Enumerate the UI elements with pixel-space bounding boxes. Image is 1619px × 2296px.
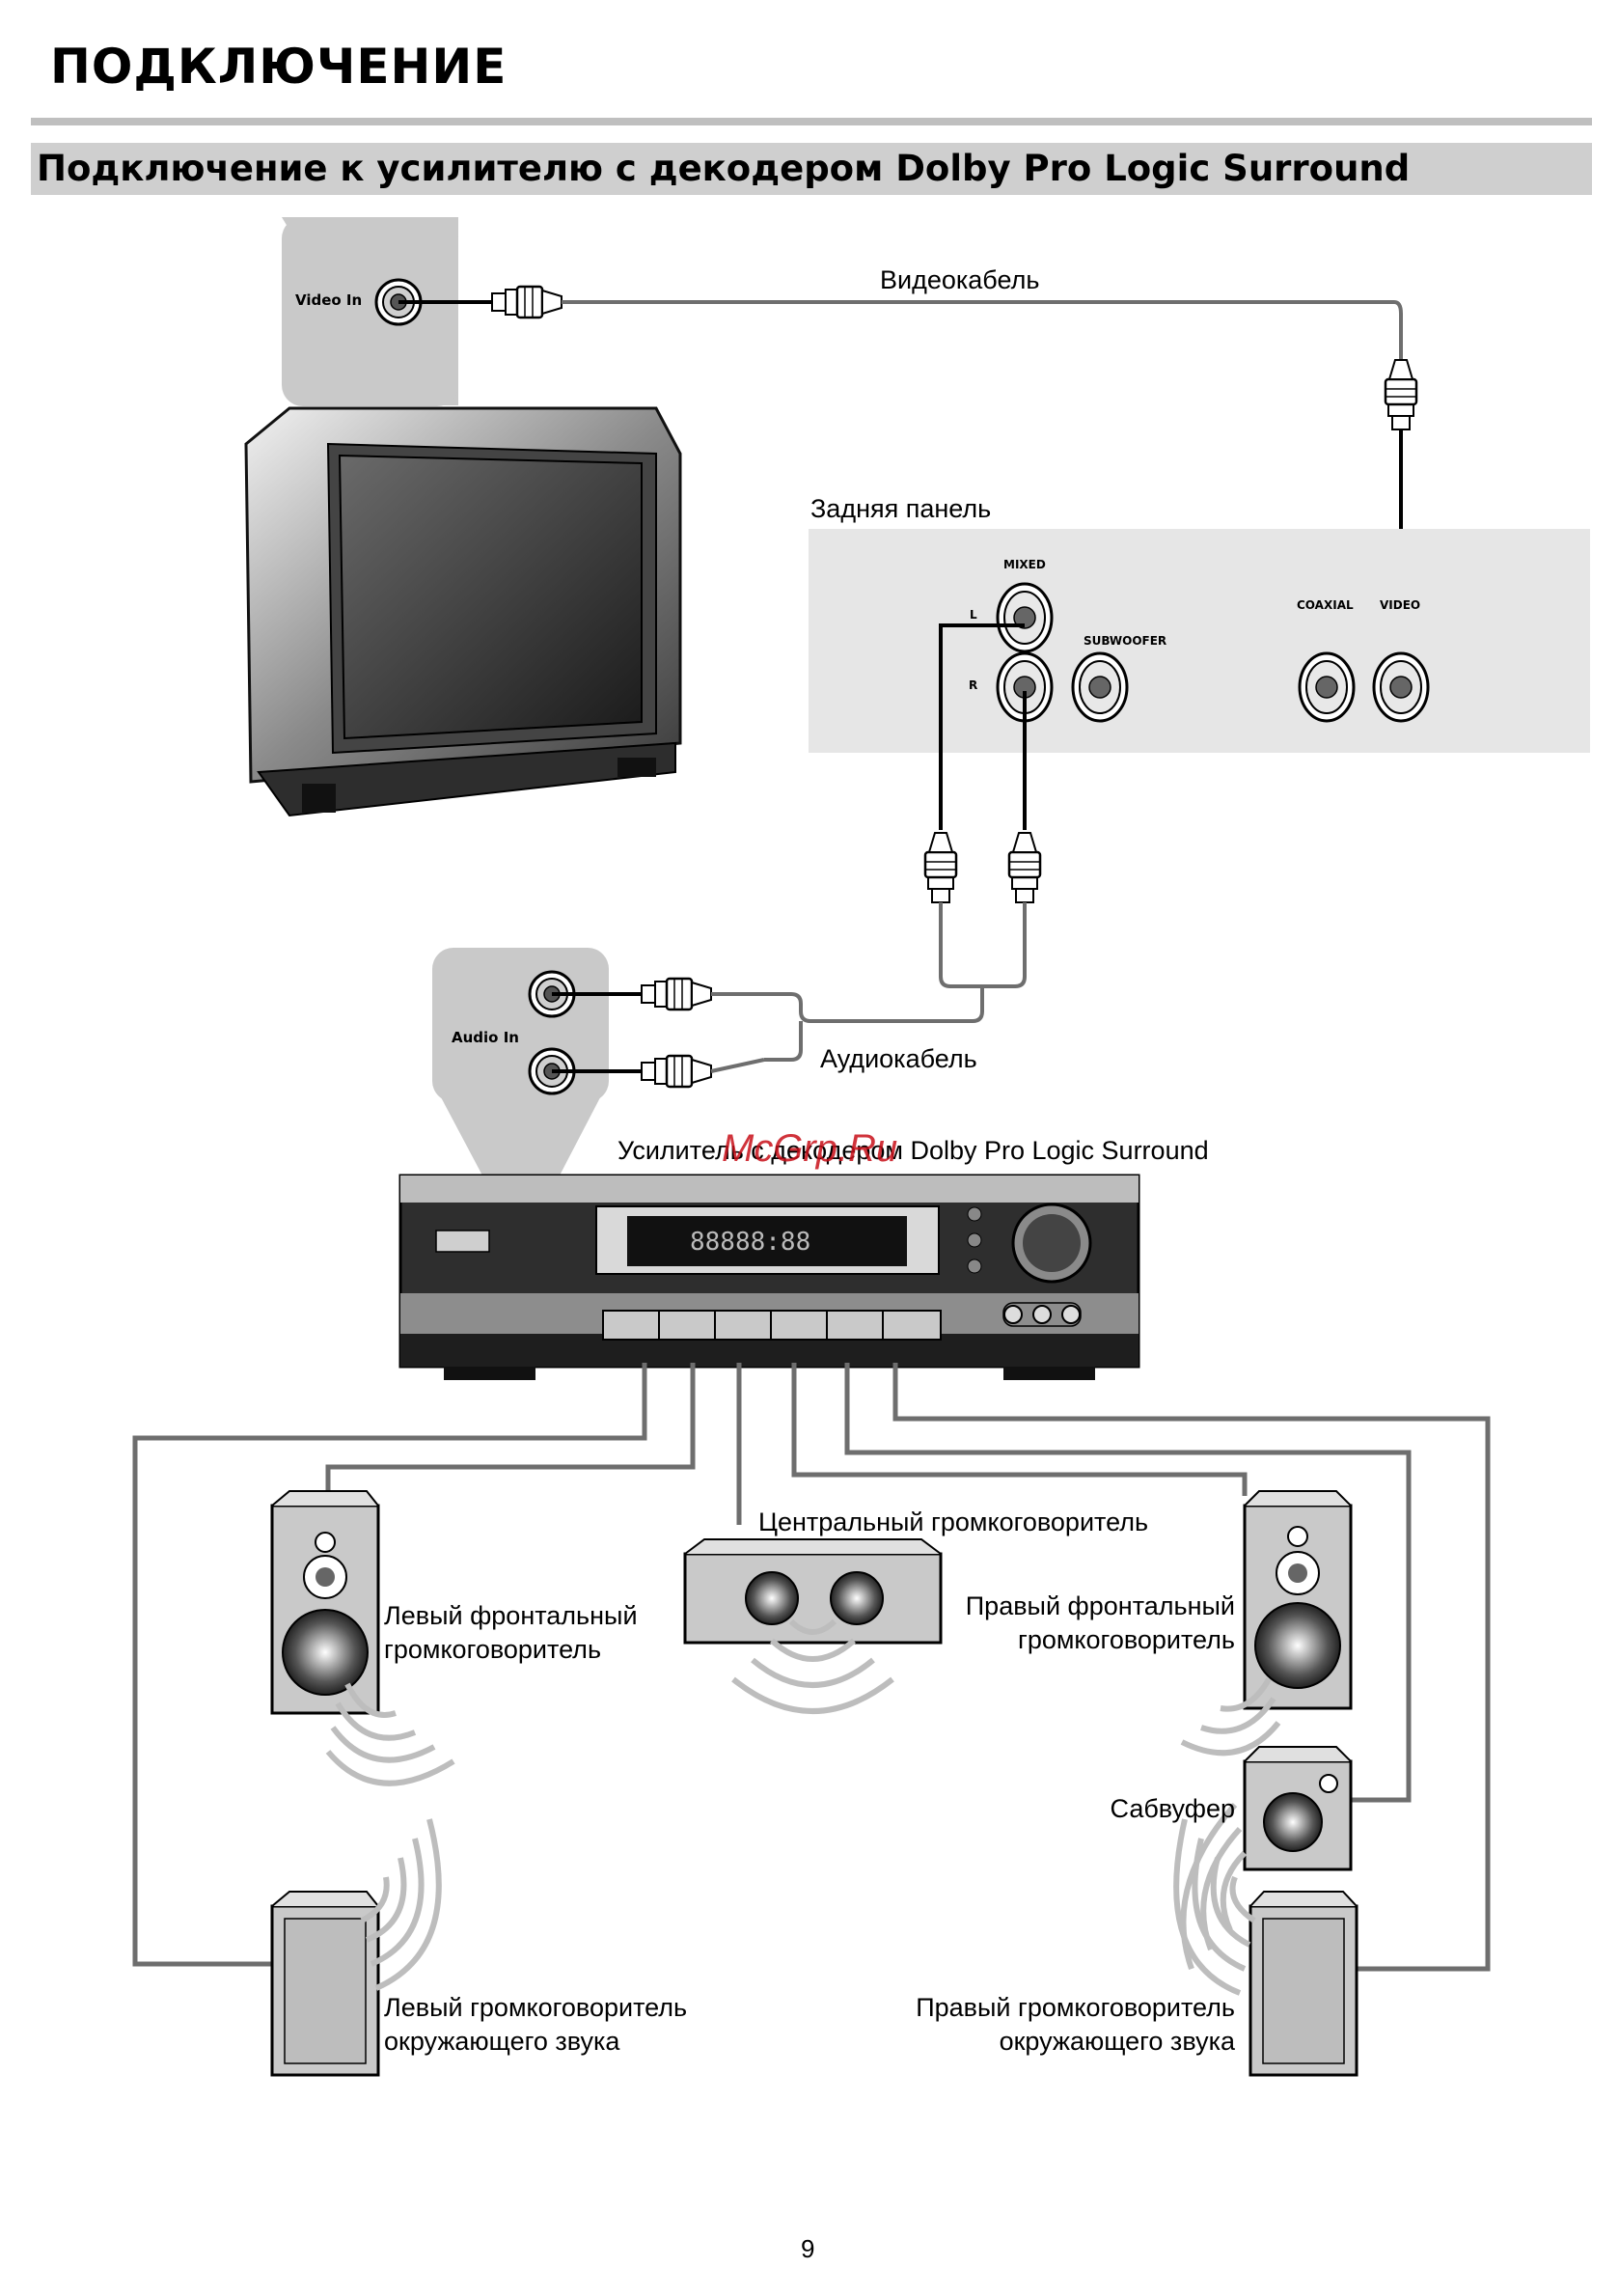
amp-display: 88888:88 xyxy=(690,1228,810,1257)
front-left-speaker xyxy=(270,1490,380,1715)
page-title: ПОДКЛЮЧЕНИЕ xyxy=(50,39,508,95)
front-left-sound-waves xyxy=(325,1682,455,1786)
surround-left-label-line1: Левый громкоговоритель xyxy=(384,1993,688,2022)
front-right-speaker xyxy=(1243,1490,1353,1710)
rear-panel-label: Задняя панель xyxy=(810,494,992,523)
amplifier: 88888:88 xyxy=(398,1174,1140,1380)
video-plug-player xyxy=(1384,358,1418,431)
subwoofer-label: Сабвуфер xyxy=(1110,1794,1235,1823)
front-right-label-line1: Правый фронтальный xyxy=(965,1591,1235,1620)
center-speaker xyxy=(683,1538,943,1645)
speaker-wires xyxy=(132,1363,1491,1972)
audio-plug-l xyxy=(923,831,958,904)
subtitle-bar xyxy=(31,143,1592,195)
video-out-jack xyxy=(1372,651,1430,723)
page-number: 9 xyxy=(801,2234,815,2263)
front-left-label-line1: Левый фронтальный xyxy=(384,1601,638,1630)
r-label: R xyxy=(969,678,978,692)
surround-right-label-line1: Правый громкоговоритель xyxy=(916,1993,1235,2022)
surround-left-label-line2: окружающего звука xyxy=(384,2027,620,2056)
audio-cable-label: Аудиокабель xyxy=(820,1044,977,1073)
surround-left-speaker xyxy=(270,1891,380,2077)
audio-in-tab xyxy=(432,948,609,1102)
video-in-label: Video In xyxy=(295,291,363,309)
mixed-label: MIXED xyxy=(1003,558,1046,571)
coaxial-jack xyxy=(1298,651,1356,723)
rear-panel xyxy=(809,529,1590,753)
video-plug-tv xyxy=(490,285,563,319)
title-rule xyxy=(31,118,1592,125)
subwoofer-jack-label: SUBWOOFER xyxy=(1084,634,1167,648)
section-subtitle: Подключение к усилителю с декодером Dolb… xyxy=(37,148,1411,189)
audio-cable xyxy=(764,986,984,1023)
video-cable xyxy=(562,300,1403,359)
audio-plug-r xyxy=(1007,831,1042,904)
center-speaker-label: Центральный громкоговоритель xyxy=(758,1508,1149,1536)
subwoofer-speaker xyxy=(1243,1746,1353,1871)
video-cable-label: Видеокабель xyxy=(880,265,1040,294)
front-left-label-line2: громкоговоритель xyxy=(384,1635,602,1664)
mixed-l-jack xyxy=(996,582,1054,653)
amplifier-label: Усилитель с декодером Dolby Pro Logic Su… xyxy=(617,1136,1209,1165)
front-right-sound-waves xyxy=(1180,1677,1281,1757)
video-out-label: VIDEO xyxy=(1380,598,1421,612)
audio-in-label: Audio In xyxy=(452,1029,519,1046)
surround-right-speaker xyxy=(1249,1891,1358,2077)
l-label: L xyxy=(970,608,977,622)
coaxial-label: COAXIAL xyxy=(1297,598,1354,612)
audio-wire-l xyxy=(939,623,1025,830)
tv-set xyxy=(244,217,682,817)
subwoofer-jack xyxy=(1071,651,1129,723)
surround-right-sound-waves xyxy=(1173,1818,1256,1996)
center-sound-waves xyxy=(731,1618,894,1714)
front-right-label-line2: громкоговоритель xyxy=(1017,1625,1235,1654)
watermark: McGrp.Ru xyxy=(722,1127,898,1170)
surround-right-label-line2: окружающего звука xyxy=(999,2027,1235,2056)
surround-left-sound-waves xyxy=(360,1818,442,1991)
